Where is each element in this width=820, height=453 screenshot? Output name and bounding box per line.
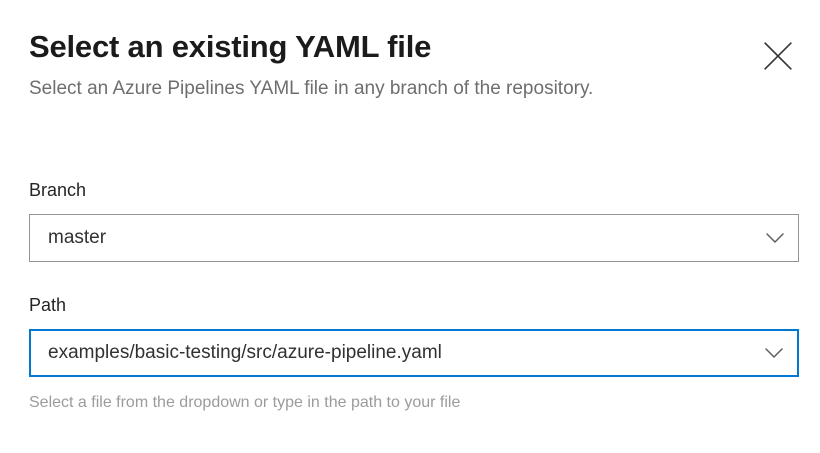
chevron-down-icon[interactable]: [752, 215, 798, 261]
path-input[interactable]: [31, 340, 751, 366]
path-hint-text: Select a file from the dropdown or type …: [29, 394, 461, 411]
close-icon: [764, 42, 792, 70]
page-title: Select an existing YAML file: [29, 29, 432, 64]
path-label: Path: [29, 295, 67, 315]
path-field: Path Select a file from the dropdown or …: [29, 293, 799, 414]
dialog-subtitle: Select an Azure Pipelines YAML file in a…: [29, 78, 594, 99]
branch-field: Branch: [29, 178, 799, 262]
yaml-file-form: Branch Path Select a file: [29, 178, 799, 414]
path-dropdown[interactable]: [29, 329, 799, 377]
chevron-down-icon[interactable]: [751, 330, 797, 376]
branch-dropdown[interactable]: [29, 214, 799, 262]
branch-input[interactable]: [30, 225, 752, 251]
close-button[interactable]: [754, 32, 802, 80]
dialog-header: Select an existing YAML file Select an A…: [29, 27, 791, 105]
branch-label: Branch: [29, 180, 87, 200]
